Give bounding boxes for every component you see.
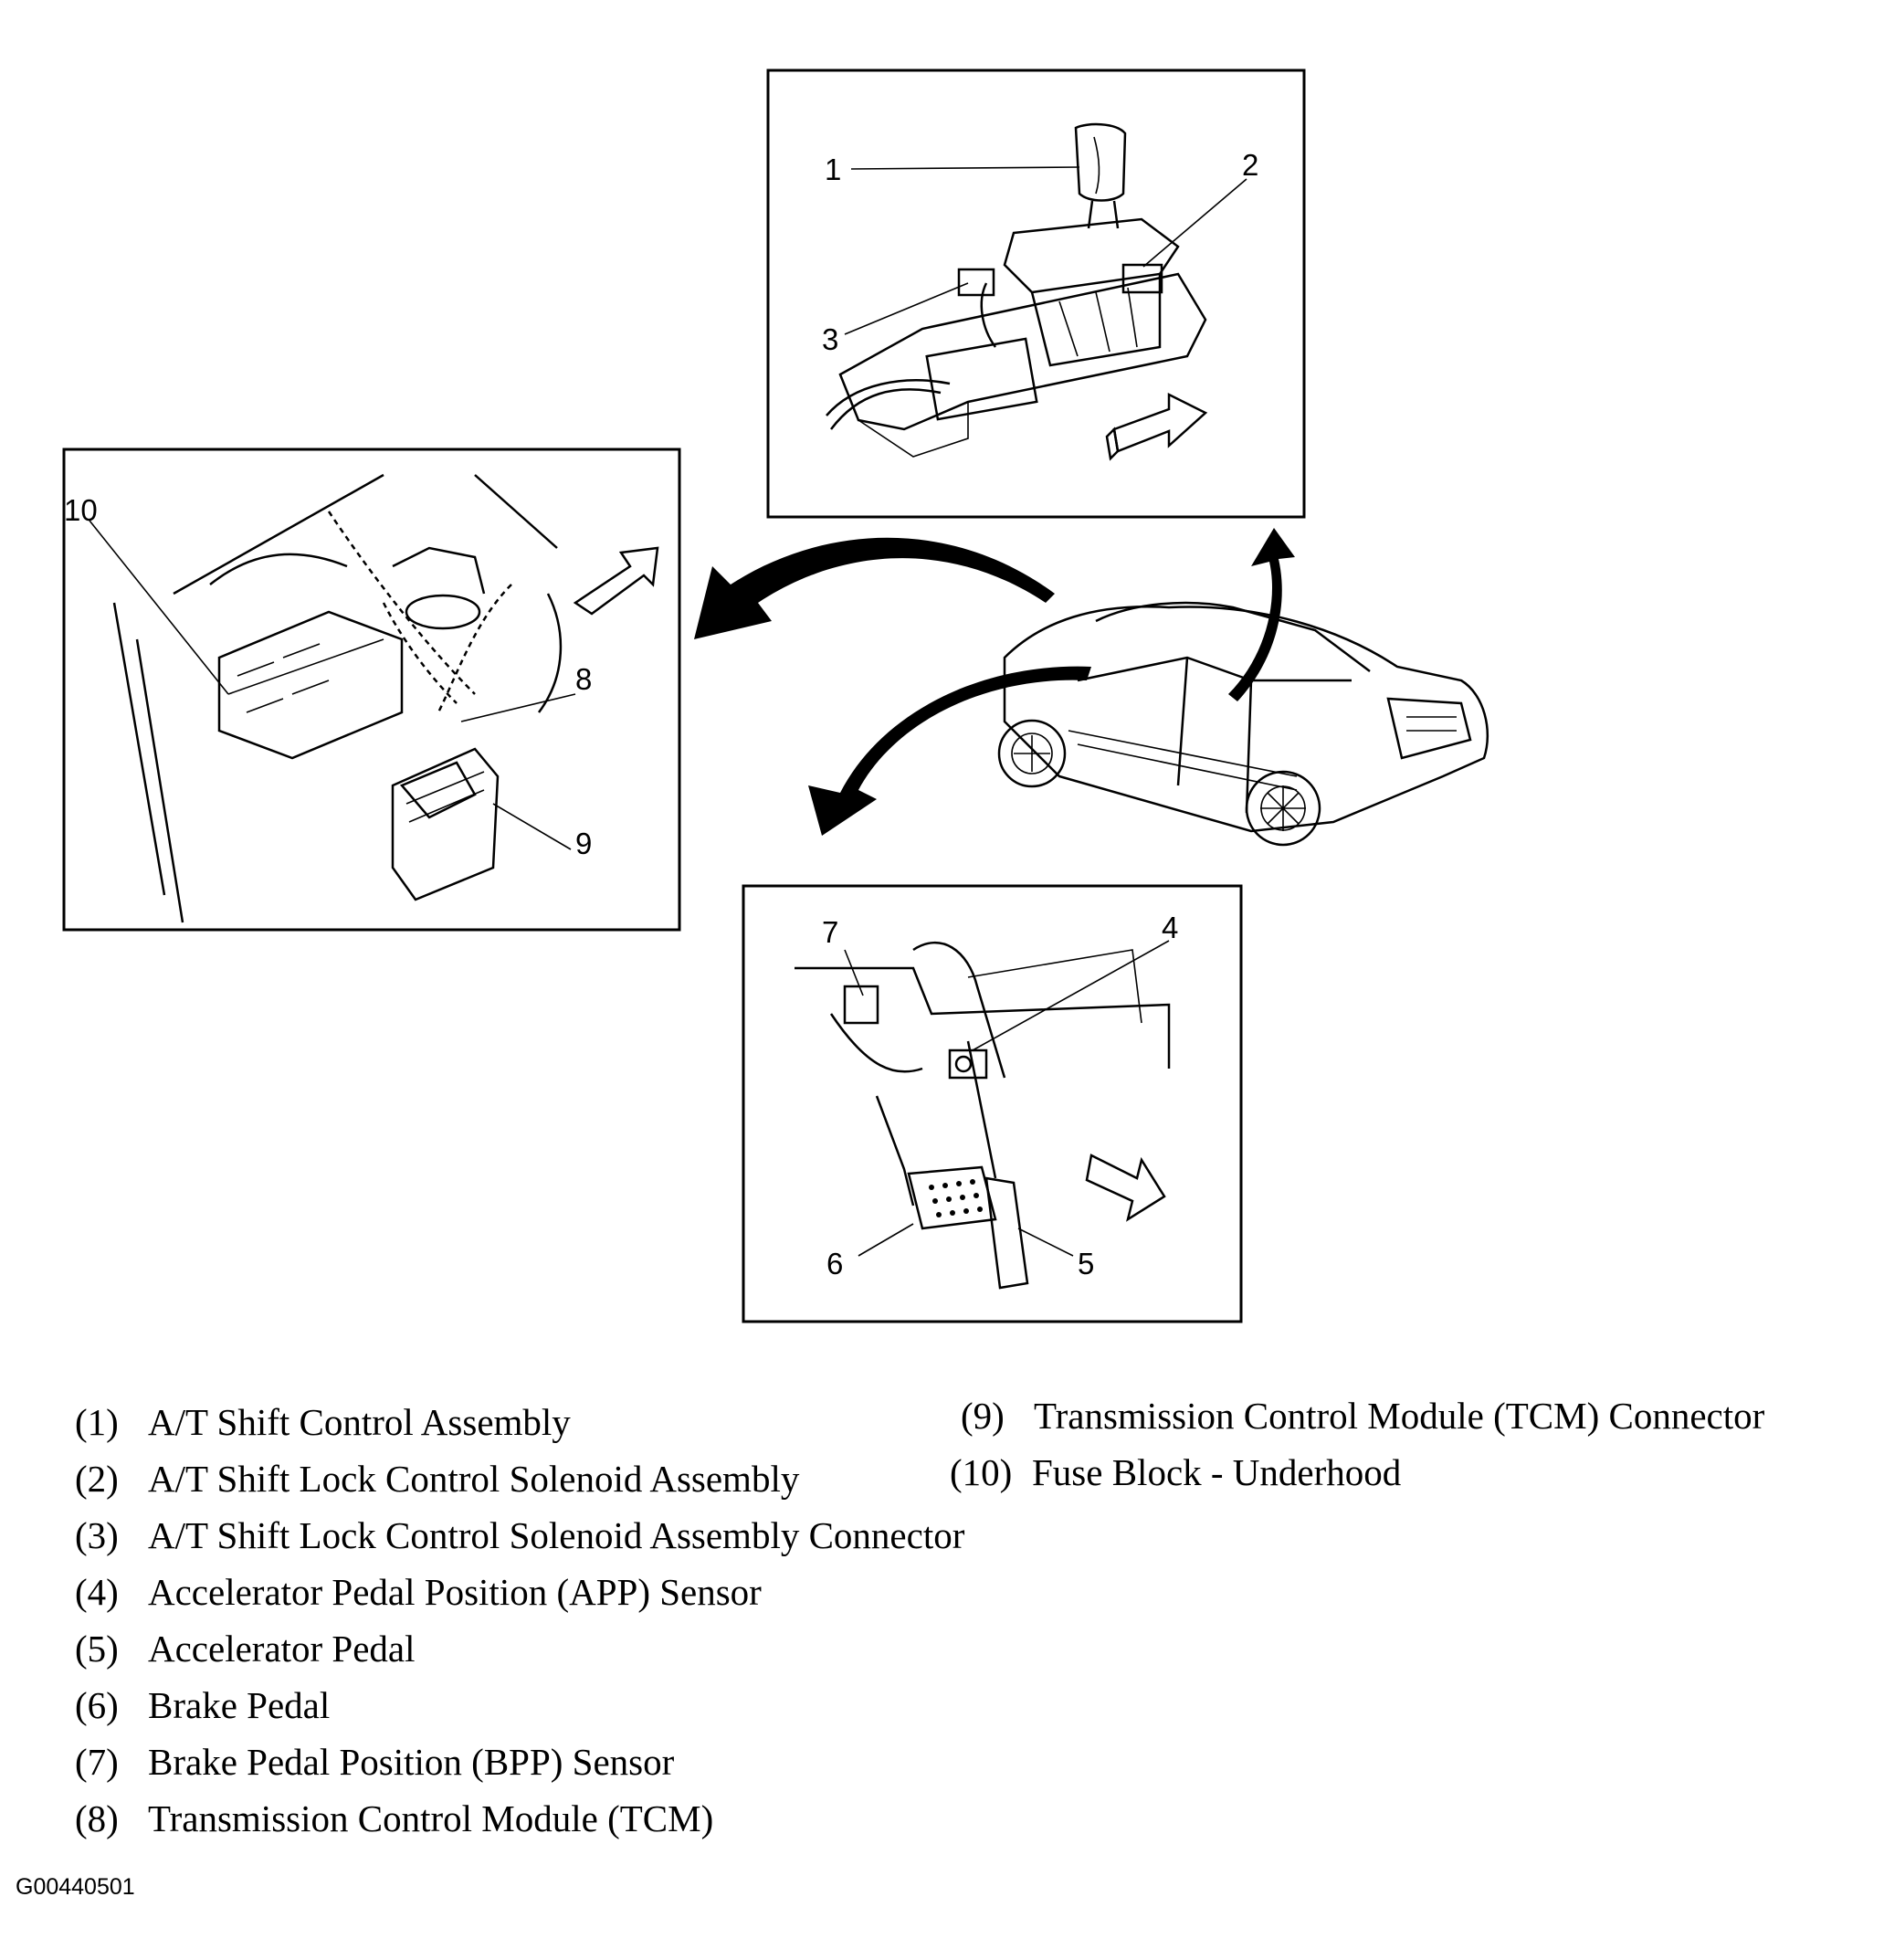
legend-item-9: (9) Transmission Control Module (TCM) Con… — [961, 1397, 1764, 1435]
legend-number: (1) — [75, 1401, 119, 1443]
component-locator-diagram: 1 2 3 10 8 9 — [62, 68, 1489, 1323]
shift-control-view: 1 2 3 — [766, 68, 1306, 519]
legend-number: (8) — [75, 1797, 119, 1839]
callout-6: 6 — [826, 1247, 843, 1280]
callout-7: 7 — [822, 915, 838, 949]
legend-number: (2) — [75, 1458, 119, 1500]
legend-item-5: (5) Accelerator Pedal — [75, 1630, 416, 1668]
callout-8: 8 — [575, 662, 592, 696]
legend-text: Transmission Control Module (TCM) Connec… — [1034, 1395, 1765, 1437]
legend-item-2: (2) A/T Shift Lock Control Solenoid Assem… — [75, 1460, 799, 1498]
figure-code: G00440501 — [16, 1874, 135, 1900]
legend-item-10: (10) Fuse Block - Underhood — [950, 1454, 1401, 1491]
legend-text: A/T Shift Lock Control Solenoid Assembly — [148, 1458, 800, 1500]
underhood-view: 10 8 9 — [62, 448, 681, 932]
legend-text: Brake Pedal Position (BPP) Sensor — [148, 1741, 675, 1783]
legend-item-3: (3) A/T Shift Lock Control Solenoid Assem… — [75, 1517, 964, 1554]
legend-number: (3) — [75, 1514, 119, 1556]
callout-1: 1 — [825, 153, 841, 186]
legend-item-4: (4) Accelerator Pedal Position (APP) Sens… — [75, 1574, 762, 1611]
legend-item-6: (6) Brake Pedal — [75, 1687, 330, 1724]
legend-number: (7) — [75, 1741, 119, 1783]
legend-number: (10) — [950, 1451, 1013, 1493]
vehicle-illustration — [997, 601, 1489, 847]
legend-text: Transmission Control Module (TCM) — [148, 1797, 714, 1839]
callout-5: 5 — [1078, 1247, 1094, 1280]
legend-text: Accelerator Pedal Position (APP) Sensor — [148, 1571, 762, 1613]
locator-arrows — [694, 528, 1295, 836]
callout-10: 10 — [64, 493, 98, 527]
brake-pad-grip — [929, 1179, 983, 1217]
callout-9: 9 — [575, 827, 592, 860]
legend-number: (5) — [75, 1628, 119, 1670]
legend-item-1: (1) A/T Shift Control Assembly — [75, 1404, 571, 1441]
callout-3: 3 — [822, 322, 838, 356]
legend-text: Accelerator Pedal — [148, 1628, 416, 1670]
legend-text: Brake Pedal — [148, 1684, 331, 1726]
legend-item-7: (7) Brake Pedal Position (BPP) Sensor — [75, 1744, 674, 1781]
legend-text: A/T Shift Lock Control Solenoid Assembly… — [148, 1514, 965, 1556]
callout-4: 4 — [1162, 911, 1178, 944]
legend-number: (9) — [961, 1395, 1005, 1437]
legend-number: (6) — [75, 1684, 119, 1726]
legend-text: A/T Shift Control Assembly — [148, 1401, 571, 1443]
legend-item-8: (8) Transmission Control Module (TCM) — [75, 1800, 713, 1838]
legend-number: (4) — [75, 1571, 119, 1613]
legend-text: Fuse Block - Underhood — [1032, 1451, 1402, 1493]
callout-2: 2 — [1242, 148, 1258, 182]
pedal-view: 7 4 6 5 — [742, 884, 1243, 1323]
